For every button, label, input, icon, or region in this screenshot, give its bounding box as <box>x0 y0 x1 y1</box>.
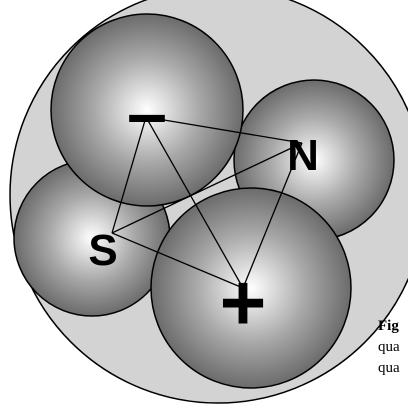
connector-south-plus <box>111 232 244 289</box>
figure-caption: Fig qua qua <box>378 316 408 379</box>
caption-line-3: qua <box>378 360 400 376</box>
connector-minus-plus <box>145 116 244 289</box>
sphere-minus <box>50 13 244 207</box>
sphere-plus <box>150 187 352 389</box>
connector-minus-south <box>111 116 147 234</box>
caption-line-2: qua <box>378 339 400 355</box>
plus-symbol: + <box>220 258 267 347</box>
connector-minus-north <box>145 116 303 144</box>
caption-label: Fig <box>378 318 399 334</box>
connector-north-south <box>111 142 303 234</box>
south-symbol: S <box>88 226 117 275</box>
connector-lines <box>111 116 303 289</box>
connector-north-plus <box>242 142 303 289</box>
minus-symbol: – <box>127 74 167 154</box>
north-symbol: N <box>287 131 319 180</box>
